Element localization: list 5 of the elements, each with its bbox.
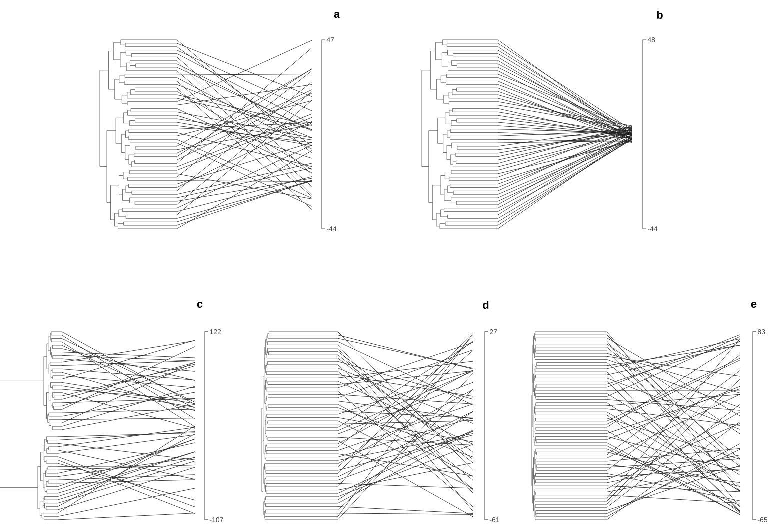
panel-letter: c [197,302,203,308]
panel-letter: b [657,10,663,20]
panel-letter: d [483,300,489,310]
panel-letter: a [334,12,340,18]
panel-letter: e [751,302,757,308]
